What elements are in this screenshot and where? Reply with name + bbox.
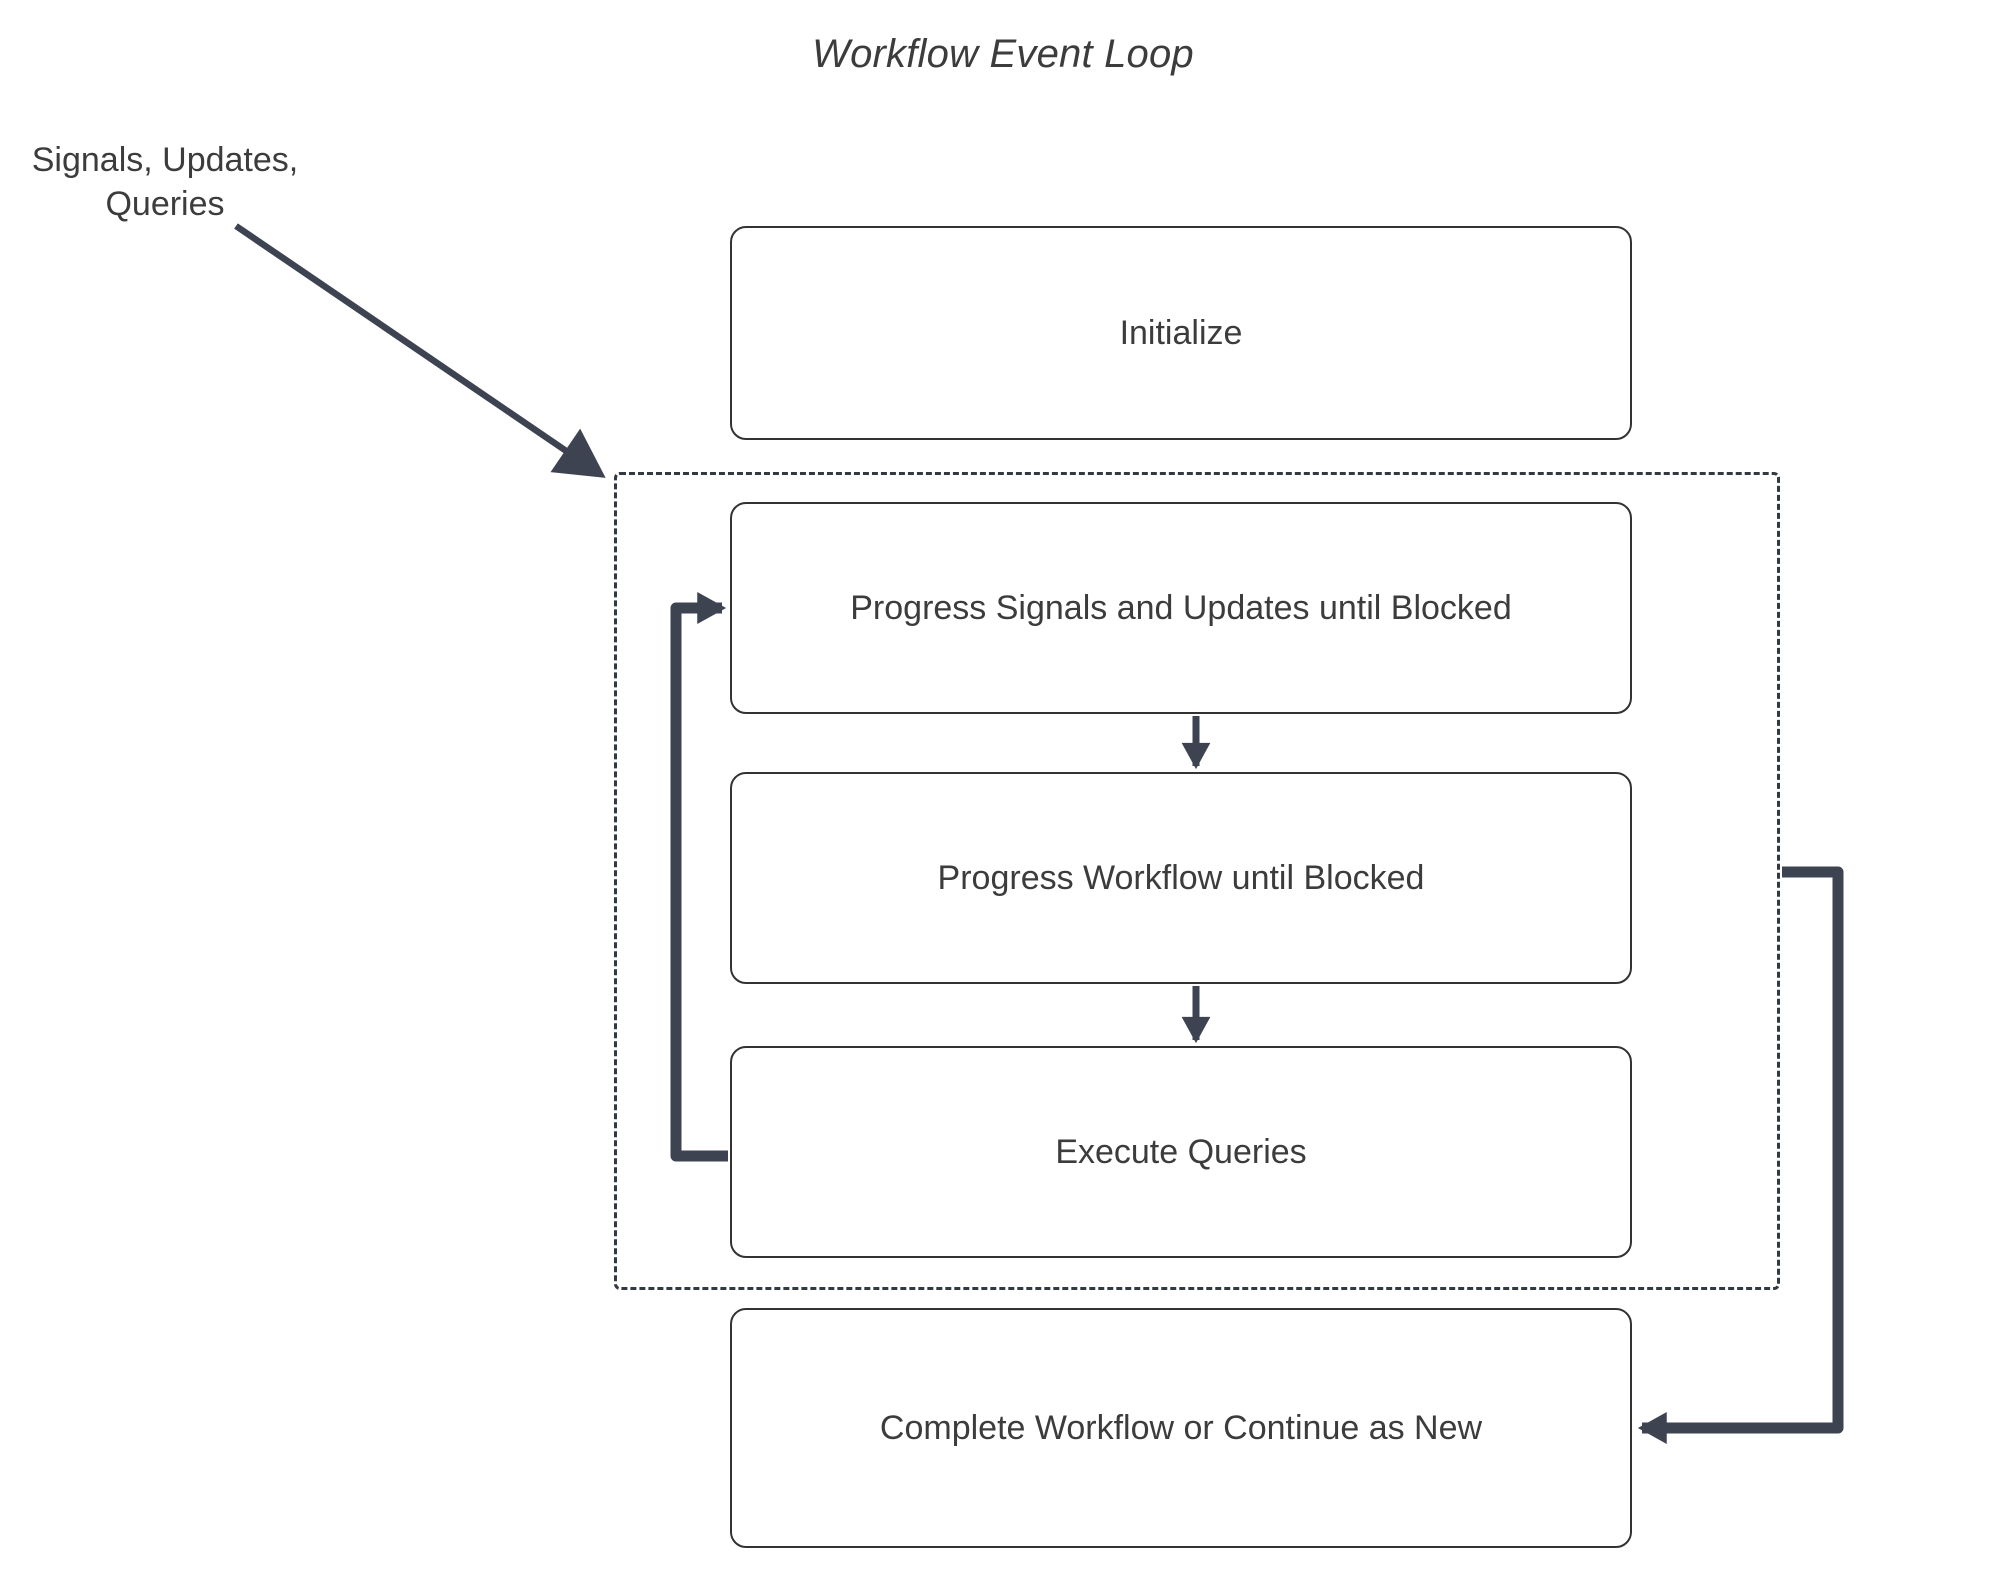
node-progress-workflow[interactable]: Progress Workflow until Blocked xyxy=(730,772,1632,984)
node-progress-signals[interactable]: Progress Signals and Updates until Block… xyxy=(730,502,1632,714)
node-execute-queries-label: Execute Queries xyxy=(1055,1133,1307,1171)
node-initialize[interactable]: Initialize xyxy=(730,226,1632,440)
node-complete-workflow-label: Complete Workflow or Continue as New xyxy=(879,1409,1483,1447)
external-input-line-1: Signals, Updates, xyxy=(31,141,299,179)
node-initialize-label: Initialize xyxy=(1119,314,1243,352)
external-input-label: Signals, Updates, Queries xyxy=(20,138,310,226)
node-complete-workflow[interactable]: Complete Workflow or Continue as New xyxy=(730,1308,1632,1548)
page-title: Workflow Event Loop xyxy=(812,32,1194,76)
external-input-line-2: Queries xyxy=(105,185,225,223)
node-execute-queries[interactable]: Execute Queries xyxy=(730,1046,1632,1258)
node-progress-signals-label: Progress Signals and Updates until Block… xyxy=(850,589,1512,627)
node-progress-workflow-label: Progress Workflow until Blocked xyxy=(937,859,1425,897)
edge-signals-to-loop xyxy=(234,223,606,478)
